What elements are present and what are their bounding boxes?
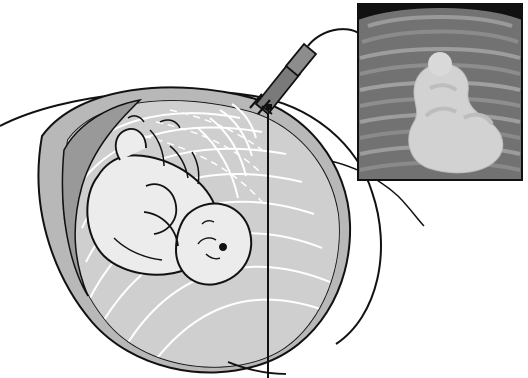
cross-section-panel [38, 80, 370, 378]
ultrasound-probe-icon [250, 29, 372, 118]
ultrasound-monitor-icon [358, 4, 522, 180]
